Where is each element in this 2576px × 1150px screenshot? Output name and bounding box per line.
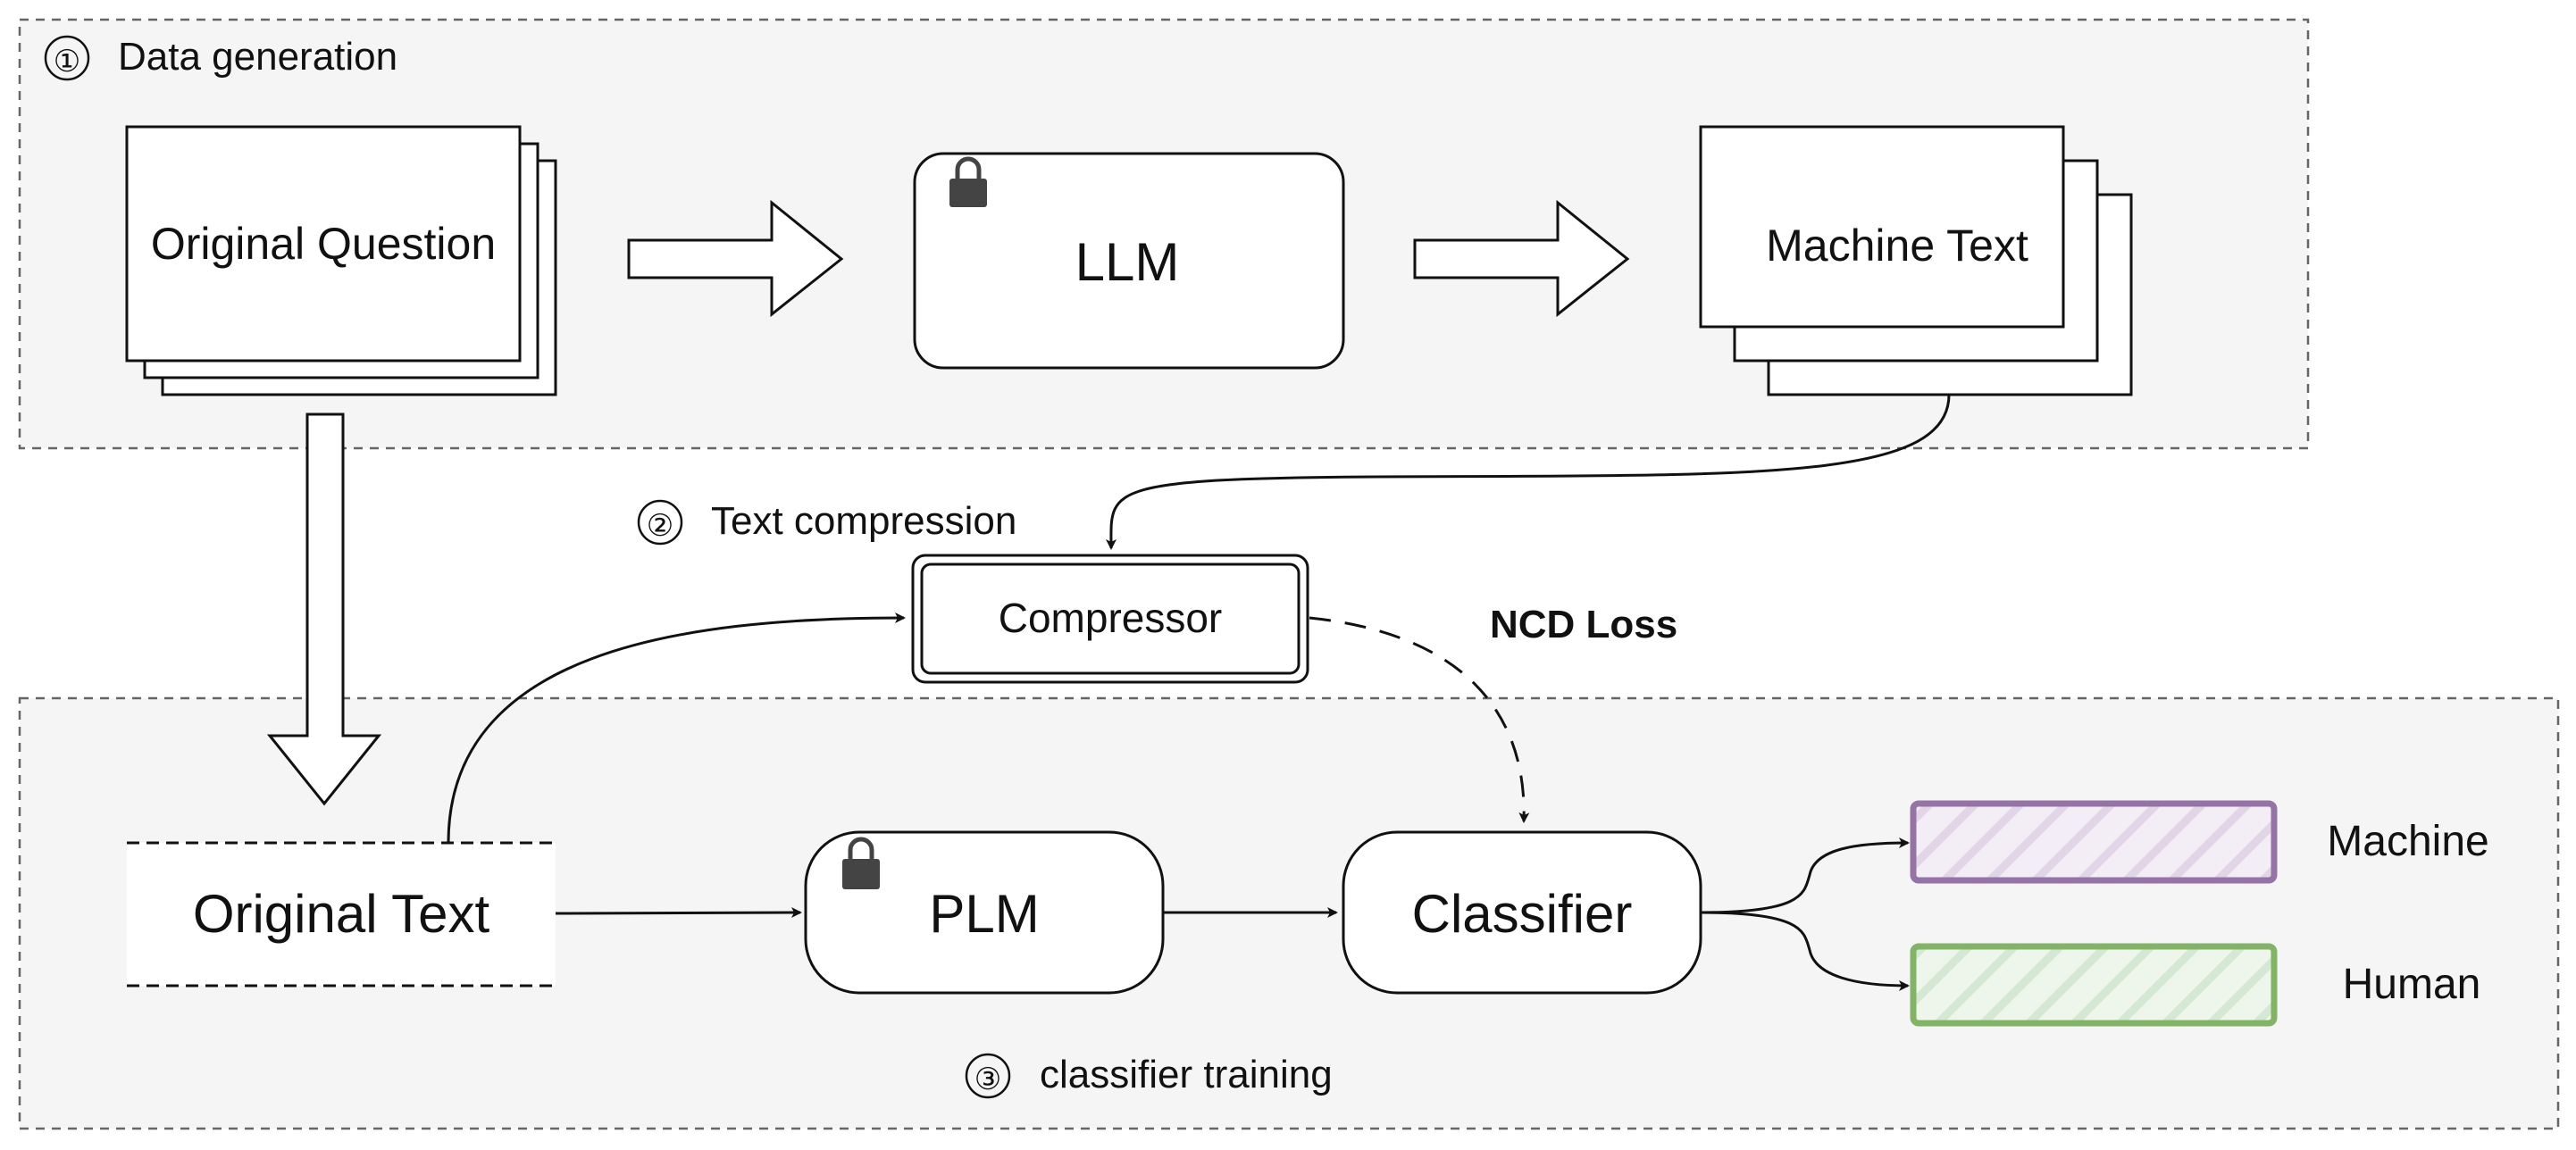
arrow-llm-to-machine-text xyxy=(1413,199,1630,318)
original-question-label: Original Question xyxy=(151,219,496,269)
connector-classifier-to-human xyxy=(1700,911,1910,991)
machine-output: Machine xyxy=(1910,800,2489,884)
ncd-loss-connector xyxy=(1309,616,1530,823)
plm-node: PLM xyxy=(804,830,1165,995)
plm-label: PLM xyxy=(929,884,1039,944)
human-output-label: Human xyxy=(2343,961,2481,1008)
original-text-node: Original Text xyxy=(127,841,556,988)
data-generation-label: Data generation xyxy=(118,35,397,79)
original-question-document-stack: Original Question xyxy=(125,125,557,396)
classifier-training-stage-title: ③ classifier training xyxy=(965,1053,1333,1099)
connector-machine-text-to-compressor xyxy=(1105,394,1951,550)
machine-output-bar xyxy=(1910,800,2278,884)
llm-node: LLM xyxy=(913,152,1345,370)
llm-label: LLM xyxy=(1075,232,1180,292)
connector-original-text-to-plm xyxy=(555,907,802,919)
connector-original-text-to-compressor xyxy=(447,612,906,844)
data-generation-stage-title: ① Data generation xyxy=(44,35,397,81)
machine-output-label: Machine xyxy=(2327,818,2488,865)
human-output: Human xyxy=(1910,943,2481,1027)
text-compression-stage-title: ② Text compression xyxy=(637,499,1016,546)
arrow-question-to-original-text xyxy=(266,412,382,806)
connector-classifier-to-machine xyxy=(1700,838,1910,914)
classifier-node: Classifier xyxy=(1342,830,1702,995)
classifier-training-label: classifier training xyxy=(1040,1053,1333,1096)
stage-number-3-badge xyxy=(965,1053,1011,1099)
stage-number-2-badge xyxy=(637,499,683,546)
lock-icon xyxy=(842,837,880,889)
stage-number-1: ① xyxy=(54,45,80,79)
lock-icon xyxy=(949,156,987,207)
stage-number-1-badge xyxy=(44,35,90,81)
machine-text-document-stack: Machine Text xyxy=(1699,125,2133,396)
compressor-node: Compressor xyxy=(911,554,1309,684)
machine-text-label: Machine Text xyxy=(1766,221,2028,271)
ncd-loss-label: NCD Loss xyxy=(1490,603,1677,646)
stage-number-2: ② xyxy=(647,509,673,543)
original-text-label: Original Text xyxy=(193,884,490,944)
arrow-question-to-llm xyxy=(627,199,844,318)
text-compression-label: Text compression xyxy=(711,499,1016,543)
stage-number-3: ③ xyxy=(974,1062,1001,1096)
classifier-label: Classifier xyxy=(1412,884,1633,944)
compressor-label: Compressor xyxy=(999,595,1223,641)
human-output-bar xyxy=(1910,943,2278,1027)
